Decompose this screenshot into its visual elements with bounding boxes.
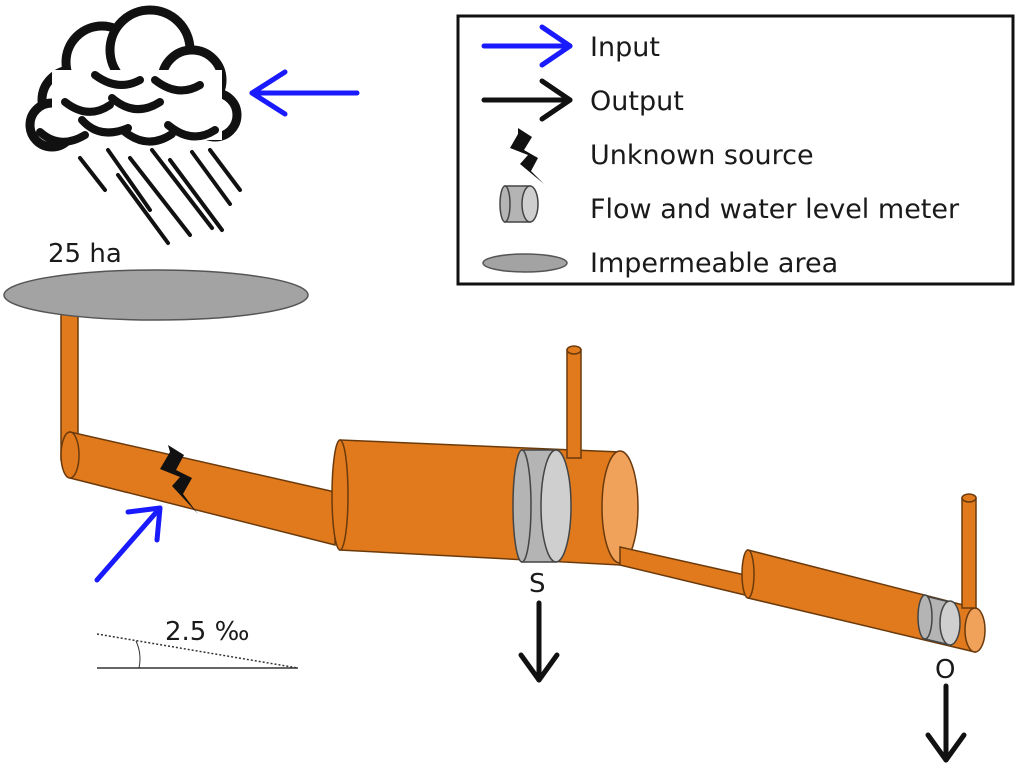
legend-meter: Flow and water level meter xyxy=(590,194,960,225)
legend-impermeable: Impermeable area xyxy=(590,248,838,279)
lightning-icon xyxy=(160,445,198,514)
input-arrow-icon xyxy=(249,69,360,117)
area-label: 25 ha xyxy=(48,239,122,269)
legend-impermeable-icon xyxy=(482,253,568,273)
output-arrow-icon xyxy=(925,683,967,763)
outlet-o-label: O xyxy=(935,655,955,685)
legend-lightning-icon xyxy=(510,128,544,184)
meter-s-icon xyxy=(512,449,572,563)
rain-cloud-icon xyxy=(25,5,242,245)
legend-unknown-source: Unknown source xyxy=(590,140,814,171)
legend-output-arrow-icon xyxy=(481,78,573,122)
legend-input-arrow-icon xyxy=(481,24,573,68)
legend-input: Input xyxy=(590,32,660,63)
outlet-s-label: S xyxy=(529,569,546,599)
impermeable-area xyxy=(3,269,309,461)
slope-indicator xyxy=(96,633,299,669)
legend-meter-icon xyxy=(499,185,539,223)
meter-o-icon xyxy=(917,594,961,646)
input-arrow-icon xyxy=(94,505,163,583)
output-arrow-icon xyxy=(518,600,560,683)
legend: Input Output Unknown source Flow and wat… xyxy=(456,14,1015,286)
slope-label: 2.5 ‰ xyxy=(165,617,250,647)
legend-output: Output xyxy=(590,86,684,117)
